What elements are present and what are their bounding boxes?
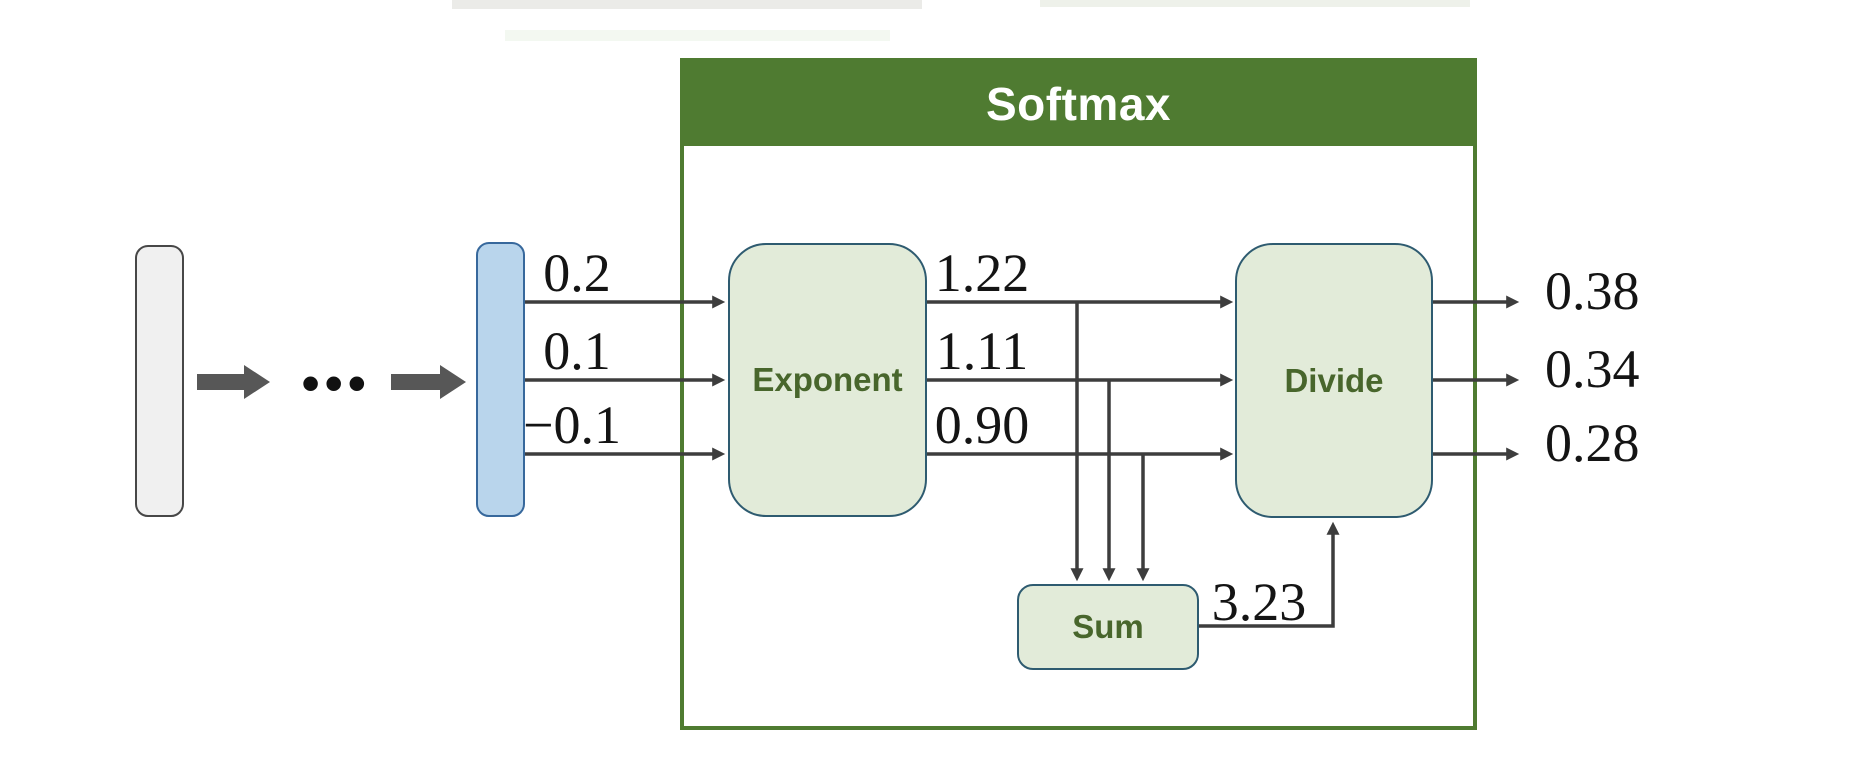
logits-vector: [476, 242, 525, 517]
sum-drop-arrows: [1070, 302, 1150, 582]
sum-block: Sum: [1017, 584, 1199, 670]
divide-block: Divide: [1235, 243, 1433, 518]
ellipsis: ...: [297, 318, 370, 409]
input-arrows: [525, 295, 726, 461]
input-value-3: −0.1: [523, 395, 621, 455]
softmax-output-2: 0.34: [1545, 339, 1640, 399]
input-value-2: 0.1: [543, 321, 611, 381]
output-arrows: [1433, 295, 1520, 461]
input-value-1: 0.2: [543, 243, 611, 303]
softmax-header: Softmax: [684, 62, 1473, 146]
exponent-output-3: 0.90: [934, 395, 1030, 455]
sum-value: 3.23: [1211, 572, 1307, 632]
sum-to-divide-arrow: [1199, 521, 1340, 628]
exponent-output-1: 1.22: [934, 243, 1030, 303]
softmax-output-3: 0.28: [1545, 413, 1640, 473]
input-vector: [135, 245, 184, 517]
softmax-title: Softmax: [986, 78, 1171, 130]
softmax-output-1: 0.38: [1545, 261, 1640, 321]
exponent-output-2: 1.11: [935, 321, 1029, 381]
sum-label: Sum: [1072, 608, 1144, 645]
flow-arrow-icon: [197, 365, 466, 399]
exponent-block: Exponent: [728, 243, 927, 517]
divide-label: Divide: [1284, 361, 1384, 399]
exponent-label: Exponent: [752, 361, 903, 398]
